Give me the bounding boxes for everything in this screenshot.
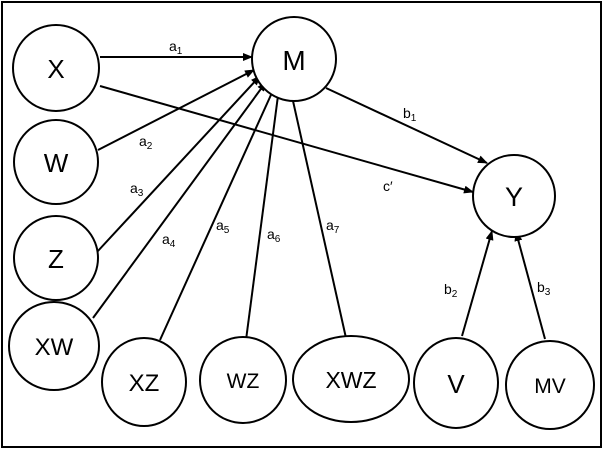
edge-z-m	[96, 75, 261, 253]
node-mv-label: MV	[534, 375, 566, 398]
edge-label-a5: a5	[216, 217, 230, 236]
node-w-label: W	[44, 148, 69, 178]
node-y-label: Y	[505, 182, 523, 212]
edge-mv-y	[514, 231, 546, 340]
edge-xw-m	[92, 81, 267, 319]
edge-label-a2: a2	[139, 133, 153, 152]
edge-label-b2: b2	[444, 281, 458, 300]
node-x: X	[12, 24, 100, 112]
edge-w-m	[97, 69, 255, 151]
edge-label-b3: b3	[537, 279, 551, 298]
node-y: Y	[472, 154, 556, 238]
node-xwz-label: XWZ	[325, 367, 376, 393]
edge-wz-m	[245, 87, 282, 341]
node-xwz: XWZ	[292, 335, 410, 423]
edge-label-a3: a3	[130, 180, 144, 199]
edge-label-a4: a4	[162, 231, 176, 250]
edge-xwz-m	[289, 91, 347, 339]
node-m-label: M	[282, 45, 305, 76]
node-xw-label: XW	[35, 334, 74, 361]
edge-label-c-prime: c′	[383, 178, 393, 194]
node-w: W	[13, 119, 99, 205]
edge-label-a7: a7	[326, 217, 340, 236]
edge-v-y	[461, 230, 494, 337]
node-z: Z	[13, 215, 99, 301]
node-xz-label: XZ	[129, 370, 160, 397]
edge-label-b1: b1	[403, 105, 417, 124]
node-x-label: X	[47, 54, 64, 84]
edge-label-a6: a6	[267, 226, 281, 245]
node-mv: MV	[505, 340, 595, 430]
node-xw: XW	[8, 301, 100, 391]
node-xz: XZ	[101, 337, 187, 427]
node-z-label: Z	[48, 244, 64, 274]
edge-x-y	[99, 85, 474, 194]
node-wz: WZ	[199, 336, 287, 424]
node-v-label: V	[447, 369, 465, 399]
node-m: M	[251, 16, 337, 102]
edge-m-y	[325, 87, 488, 164]
edge-label-a1: a1	[169, 38, 183, 57]
edge-xz-m	[159, 85, 276, 341]
node-wz-label: WZ	[227, 370, 260, 393]
node-v: V	[413, 337, 499, 429]
